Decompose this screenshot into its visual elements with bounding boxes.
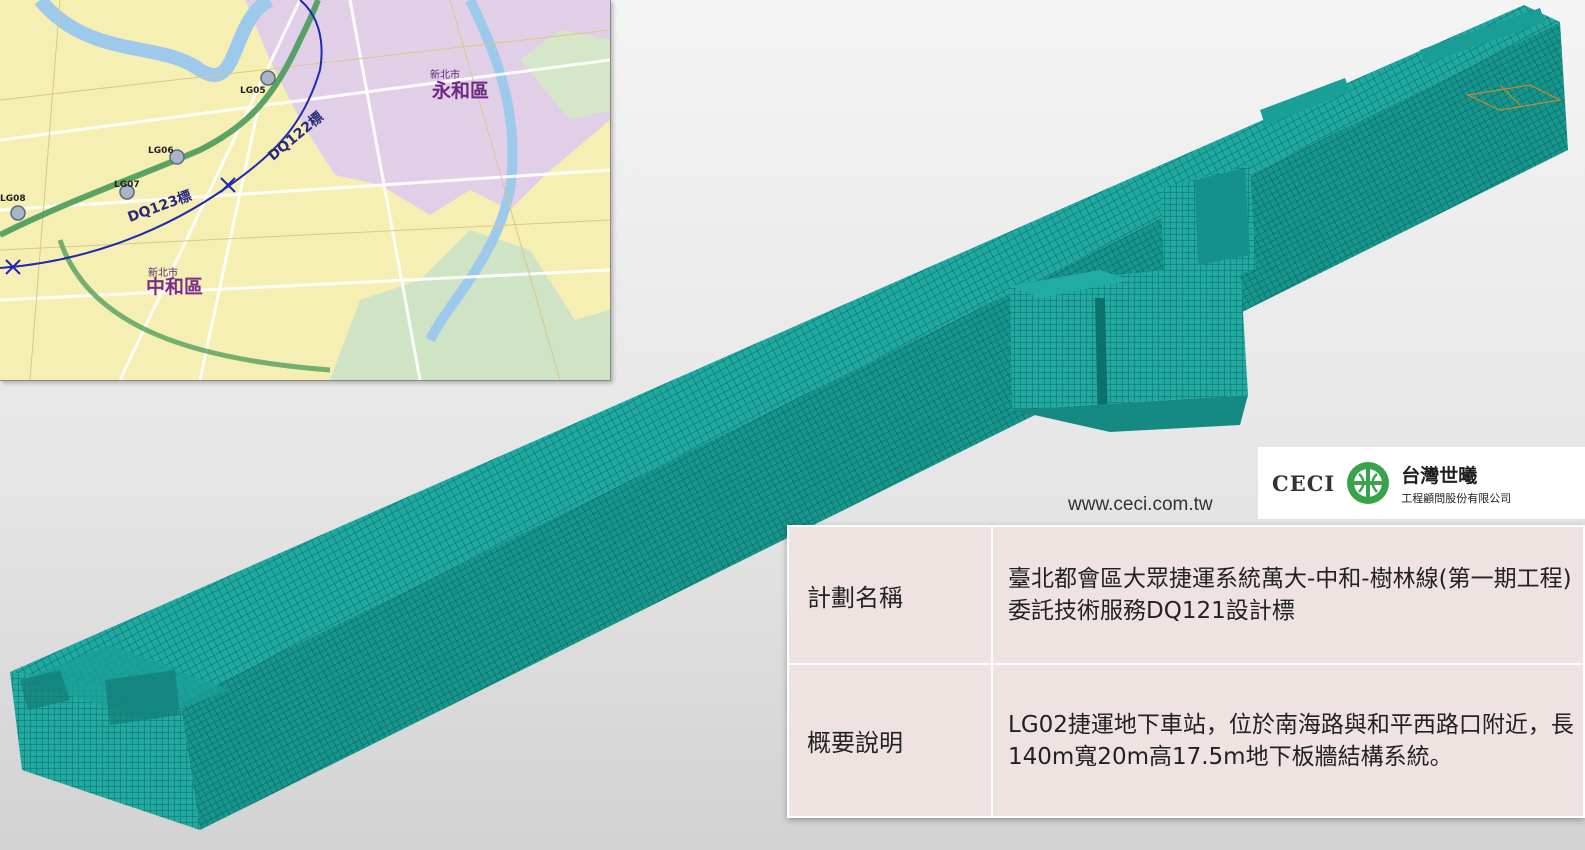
globe-icon bbox=[1347, 462, 1390, 504]
logo-subtitle: 工程顧問股份有限公司 bbox=[1401, 491, 1512, 505]
logo-company: 台灣世曦 bbox=[1401, 464, 1478, 487]
district-yonghe: 永和區 bbox=[432, 80, 490, 102]
table-row: 計劃名稱 臺北都會區大眾捷運系統萬大-中和-樹林線(第一期工程)委託技術服務DQ… bbox=[787, 525, 1585, 665]
district-zhonghe: 中和區 bbox=[146, 276, 204, 298]
table-row: 概要說明 LG02捷運地下車站，位於南海路與和平西路口附近，長140m寬20m高… bbox=[787, 663, 1585, 818]
station-label: LG05 bbox=[240, 86, 266, 96]
project-info-table: 計劃名稱 臺北都會區大眾捷運系統萬大-中和-樹林線(第一期工程)委託技術服務DQ… bbox=[787, 525, 1585, 818]
mesh-top-face bbox=[10, 5, 1560, 702]
district-prefix: 新北市 bbox=[148, 268, 178, 279]
blue-contract-line bbox=[0, 0, 323, 269]
project-name-value: 臺北都會區大眾捷運系統萬大-中和-樹林線(第一期工程)委託技術服務DQ121設計… bbox=[991, 525, 1585, 665]
project-name-label: 計劃名稱 bbox=[787, 525, 993, 665]
logo-brand: CECI bbox=[1272, 470, 1336, 496]
green-route bbox=[0, 0, 321, 238]
mesh-entrance-box bbox=[1010, 262, 1248, 410]
station-label: LG06 bbox=[148, 146, 174, 156]
company-logo: CECI 台灣世曦 工程顧問股份有限公司 bbox=[1258, 447, 1585, 519]
route-map: 新北市 永和區 新北市 中和區 LG05 LG06 LG07 LG08 DQ12… bbox=[0, 0, 611, 381]
summary-value: LG02捷運地下車站，位於南海路與和平西路口附近，長140m寬20m高17.5m… bbox=[991, 663, 1585, 818]
logo-text: 台灣世曦 工程顧問股份有限公司 bbox=[1401, 461, 1511, 506]
map-graphic bbox=[0, 0, 610, 380]
website-url: www.ceci.com.tw bbox=[1068, 494, 1213, 515]
axis-marker bbox=[1465, 84, 1562, 111]
summary-label: 概要說明 bbox=[787, 663, 993, 818]
station-label: LG07 bbox=[114, 180, 140, 190]
station-label: LG08 bbox=[0, 194, 26, 204]
district-prefix: 新北市 bbox=[430, 70, 460, 81]
